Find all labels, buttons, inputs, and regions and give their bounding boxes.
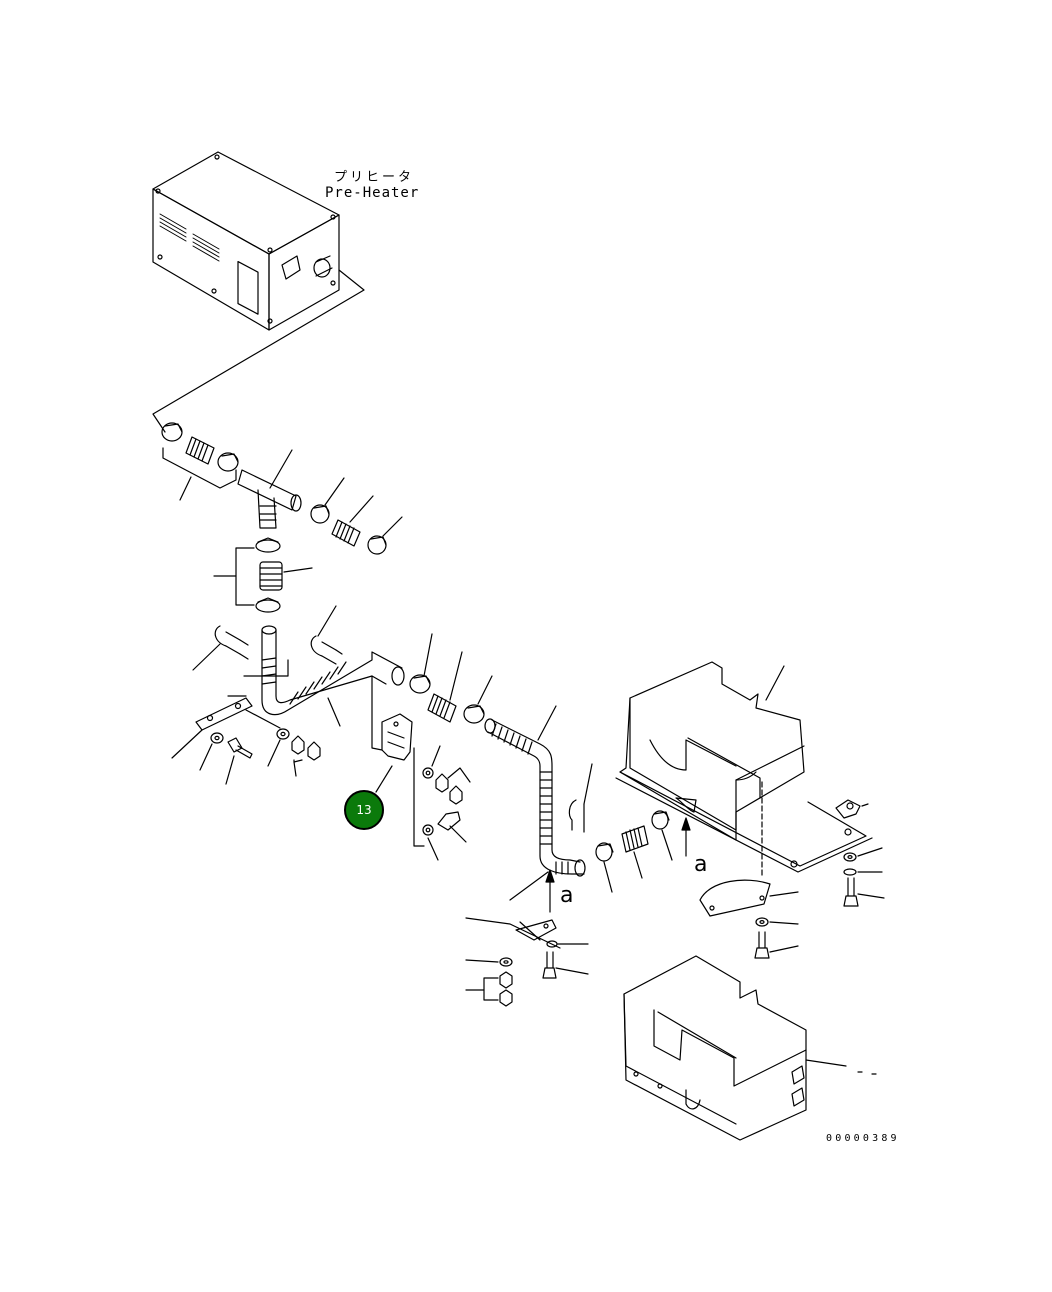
cover-plate [700, 880, 798, 916]
hose-clamp-icon [652, 811, 672, 860]
bellows-hose-icon [622, 826, 648, 878]
bellows-hose-icon [428, 652, 462, 722]
washer-icon [423, 825, 438, 860]
view-marker-a: a [560, 883, 574, 908]
mounting-bracket [172, 698, 280, 758]
hose-clamp-icon [464, 676, 492, 723]
nut-icon [436, 768, 470, 804]
washer-icon [844, 848, 882, 861]
cover-box-icon [624, 956, 876, 1140]
washer-icon [844, 869, 882, 875]
bellows-hose-icon [186, 437, 214, 464]
hose-clamp-icon [596, 843, 613, 892]
vent-grille-icon [160, 214, 219, 261]
nut-icon [466, 972, 512, 1006]
document-number: 00000389 [826, 1133, 900, 1144]
bolt-icon [438, 812, 466, 842]
lower-bracket [466, 872, 560, 948]
nut-icon [292, 736, 320, 776]
pre-heater-label-en: Pre-Heater [325, 185, 420, 201]
center-bracket [372, 676, 424, 846]
part-callout-13[interactable]: 13 [344, 790, 384, 830]
bellows-hose-icon [260, 562, 282, 590]
hose-clamp-icon [410, 634, 432, 693]
bellows-hose-icon [332, 520, 360, 546]
washer-icon [547, 941, 588, 947]
hose-clamp-icon [256, 538, 280, 552]
u-bolt-icon [569, 764, 592, 832]
washer-icon [268, 729, 289, 766]
bolt-icon [755, 932, 798, 958]
main-heater-hose [228, 626, 404, 726]
hose-clamp-icon [368, 536, 386, 554]
washer-icon [466, 958, 512, 966]
bolt-icon [543, 952, 588, 978]
tee-pipe-icon [238, 470, 301, 528]
pre-heater-label-jp: プリヒータ [334, 170, 415, 185]
hose-clamp-icon [162, 423, 182, 441]
upper-hose-assembly [162, 423, 402, 554]
bolt-icon [844, 878, 884, 906]
bracket-icon [836, 800, 868, 818]
callout-number: 13 [356, 803, 372, 817]
hose-clamp-icon [311, 505, 329, 523]
u-bolt-icon [193, 626, 248, 670]
washer-icon [756, 918, 798, 926]
vertical-hose-assembly [214, 538, 312, 612]
hose-clamp-icon [218, 453, 238, 471]
bolt-icon [226, 738, 252, 784]
u-bolt-icon [311, 606, 342, 664]
view-marker-a: a [694, 852, 708, 877]
washer-icon [423, 746, 440, 778]
arrow-up-icon [682, 818, 690, 856]
hose-clamp-icon [256, 598, 280, 612]
washer-icon [200, 733, 223, 770]
arrow-up-icon [546, 870, 554, 912]
corrugated-hose [485, 706, 585, 876]
pre-heater-unit [153, 152, 364, 432]
cover-box-icon [616, 662, 872, 876]
